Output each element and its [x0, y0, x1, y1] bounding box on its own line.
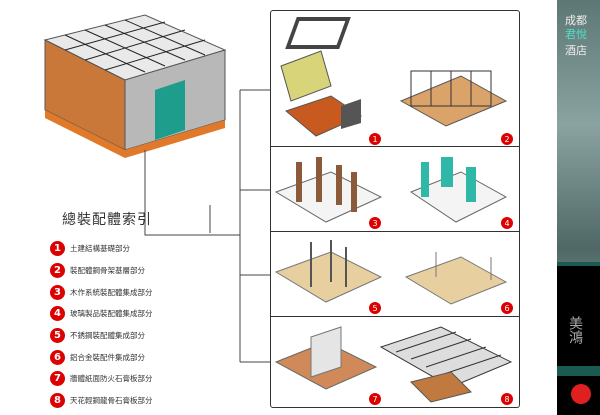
brand-logo-icon	[571, 384, 591, 404]
sidebar-hotel: 酒店	[565, 44, 587, 57]
sidebar-band	[557, 366, 600, 376]
panel-row-2: 3 4	[271, 147, 519, 232]
panel-badge: 2	[501, 133, 513, 145]
calligraphy-logo: 美鴻	[567, 316, 583, 344]
panel-badge: 8	[501, 393, 513, 405]
legend-label: 裝配體鋼骨架基層部分	[70, 266, 145, 276]
legend-label: 不銹鋼裝配體集成部分	[70, 331, 145, 341]
legend-item: 3 木作系統裝配體集成部分	[50, 281, 153, 303]
number-badge: 3	[50, 284, 65, 300]
legend-label: 土建結構基礎部分	[70, 244, 130, 254]
index-title: 總裝配體索引	[62, 212, 152, 228]
sidebar-divider	[557, 262, 600, 266]
legend-label: 木作系統裝配體集成部分	[70, 287, 153, 297]
legend-list: 1 土建結構基礎部分 2 裝配體鋼骨架基層部分 3 木作系統裝配體集成部分 4 玻璃製品…	[50, 238, 153, 412]
panel-row-1: 1 2	[271, 11, 519, 147]
panel-badge: 4	[501, 217, 513, 229]
sidebar-logo-block: 美鴻	[557, 266, 600, 366]
sidebar-footer	[557, 376, 600, 415]
legend-label: 天花輕鋼龍骨石膏板部分	[70, 396, 153, 406]
wood-glass-illustration	[274, 157, 508, 223]
legend-item: 7 牆體紙面防火石膏板部分	[50, 368, 153, 390]
legend-item: 4 玻璃製品裝配體集成部分	[50, 303, 153, 325]
number-badge: 4	[50, 306, 65, 322]
panel-badge: 3	[369, 217, 381, 229]
sidebar-city: 成都	[565, 14, 587, 27]
panel-badge: 6	[501, 302, 513, 314]
number-badge: 6	[50, 349, 65, 365]
structure-illustration	[280, 17, 508, 137]
legend-item: 6 鋁合金裝配件集成部分	[50, 346, 153, 368]
number-badge: 2	[50, 263, 65, 279]
panel-row-4: 7 8	[271, 317, 519, 409]
connector-lines	[144, 89, 270, 363]
legend-item: 1 土建結構基礎部分	[50, 238, 153, 260]
number-badge: 7	[50, 371, 65, 387]
panel-row-3: 5 6	[271, 232, 519, 317]
legend-item: 8 天花輕鋼龍骨石膏板部分	[50, 390, 153, 412]
legend-item: 5 不銹鋼裝配體集成部分	[50, 325, 153, 347]
number-badge: 8	[50, 393, 65, 409]
legend-label: 牆體紙面防火石膏板部分	[70, 374, 153, 384]
legend-label: 玻璃製品裝配體集成部分	[70, 309, 153, 319]
number-badge: 5	[50, 328, 65, 344]
exploded-views-panel: 1 2 3 4 5 6 7 8	[270, 10, 520, 408]
panel-badge: 7	[369, 393, 381, 405]
panel-badge: 1	[369, 133, 381, 145]
legend-label: 鋁合金裝配件集成部分	[70, 352, 145, 362]
assembled-module-illustration	[43, 14, 227, 158]
sidebar-brand: 君悅	[565, 28, 587, 41]
panel-badge: 5	[369, 302, 381, 314]
steel-aluminium-illustration	[274, 240, 508, 305]
gypsum-ceiling-illustration	[274, 326, 513, 403]
number-badge: 1	[50, 241, 65, 257]
legend-item: 2 裝配體鋼骨架基層部分	[50, 260, 153, 282]
